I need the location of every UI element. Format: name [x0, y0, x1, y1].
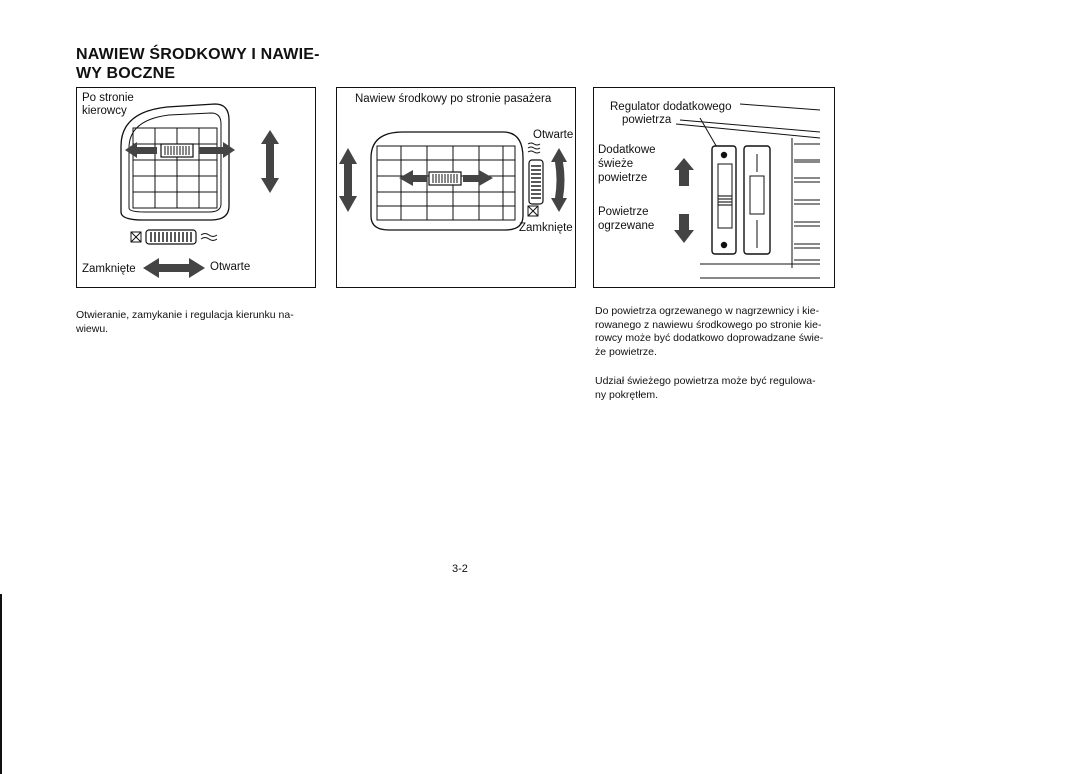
section-title-line-1: NAWIEW ŚRODKOWY I NAWIE- — [76, 46, 320, 63]
center-closed-label: Zamknięte — [519, 222, 573, 234]
fresh-air-share-line-2: ny pokrętłem. — [595, 388, 659, 401]
driver-side-label-line-1: Po stronie — [82, 92, 134, 104]
driver-side-label-line-2: kierowcy — [82, 105, 127, 117]
fresh-air-share-line-1: Udział świeżego powietrza może być regul… — [595, 375, 816, 387]
regulator-label-line-1: Regulator dodatkowego — [610, 101, 732, 113]
fresh-air-line-2: rowanego z nawiewu środkowego po stronie… — [595, 318, 822, 331]
fresh-air-paragraph: Do powietrza ogrzewanego w nagrzewnicy i… — [595, 305, 845, 359]
driver-open-label: Otwarte — [210, 261, 251, 273]
fresh-air-share-paragraph: Udział świeżego powietrza może być regul… — [595, 375, 845, 402]
center-vent-illustration — [339, 131, 567, 231]
section-title-line-2: WY BOCZNE — [76, 65, 176, 82]
fresh-air-line-4: że powietrze. — [595, 345, 657, 358]
heated-air-label-line-2: ogrzewane — [598, 220, 655, 232]
fresh-air-line-3: rowcy może być dodatkowo doprowadzane św… — [595, 332, 824, 344]
air-regulator-figure: Regulator dodatkowego powietrza Dodatkow… — [593, 87, 835, 288]
center-open-label: Otwarte — [533, 129, 574, 141]
vent-operation-line-1: Otwieranie, zamykanie i regulacja kierun… — [76, 309, 294, 321]
vent-operation-line-2: wiewu. — [76, 322, 109, 335]
heated-air-label-line-1: Powietrze — [598, 206, 649, 218]
page-number: 3-2 — [452, 563, 468, 575]
driver-vent-illustration — [120, 103, 279, 278]
fresh-air-label-line-1: Dodatkowe — [598, 144, 656, 156]
fresh-air-line-1: Do powietrza ogrzewanego w nagrzewnicy i… — [595, 305, 820, 317]
section-title: NAWIEW ŚRODKOWY I NAWIE- WY BOCZNE — [76, 45, 356, 83]
driver-side-vent-figure: Po stronie kierowcy — [76, 87, 316, 288]
center-vent-figure: Nawiew środkowy po stronie pasażera — [336, 87, 576, 288]
vent-operation-paragraph: Otwieranie, zamykanie i regulacja kierun… — [76, 309, 321, 336]
fresh-air-label-line-3: powietrze — [598, 172, 648, 184]
center-vent-title: Nawiew środkowy po stronie pasażera — [355, 93, 552, 105]
regulator-illustration — [674, 103, 821, 279]
regulator-label-line-2: powietrza — [622, 114, 672, 126]
driver-closed-label: Zamknięte — [82, 263, 136, 275]
scan-edge-line — [0, 594, 2, 774]
fresh-air-label-line-2: świeże — [598, 158, 634, 170]
